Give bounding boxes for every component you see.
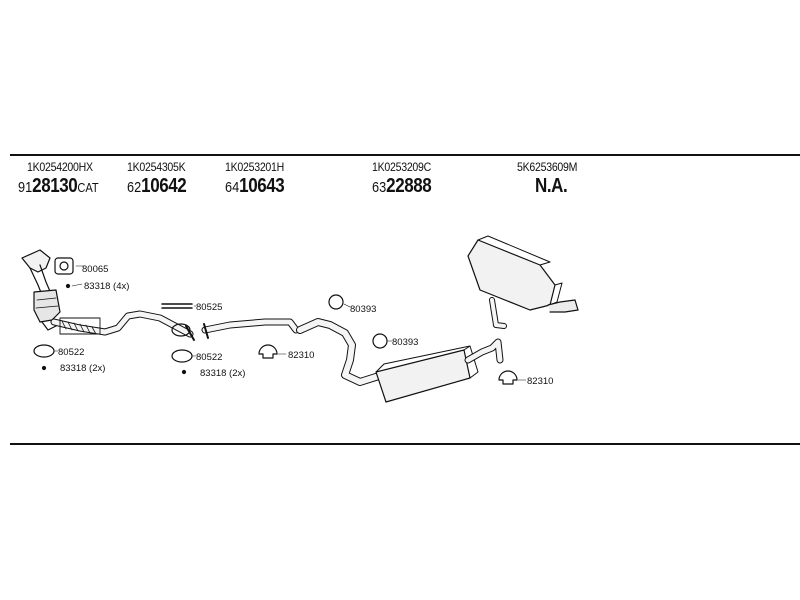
part-prefix-1: 91 [18, 179, 33, 196]
part-suffix-1: CAT [77, 180, 99, 195]
center-muffler-assembly [296, 318, 504, 403]
part-main-4: 22888 [386, 175, 432, 197]
oem-number-3: 1K0253201H [225, 160, 285, 174]
part-main-3: 10643 [239, 175, 285, 197]
bolt-icon-3 [181, 369, 187, 375]
callout-80522-center: 80522 [196, 352, 222, 363]
bottom-divider [10, 443, 800, 445]
hanger-icon [328, 294, 344, 310]
gasket-icon-4 [171, 349, 193, 363]
part-main-2: 10642 [141, 175, 187, 197]
clamp-icon [258, 344, 278, 359]
part-prefix-2: 62 [127, 179, 142, 196]
gasket-icon [54, 257, 74, 275]
gasket-icon-2 [33, 344, 55, 358]
bolt-icon [65, 283, 71, 289]
catalytic-converter [21, 249, 61, 331]
part-prefix-3: 64 [225, 179, 240, 196]
hanger-icon-2 [372, 333, 388, 349]
callout-82310-rear: 82310 [527, 376, 553, 387]
callout-83318-4x: 83318 (4x) [84, 281, 129, 292]
part-number-1: 9128130CAT [18, 175, 99, 198]
callout-83318-2x-center: 83318 (2x) [200, 368, 245, 379]
callout-82310-center: 82310 [288, 350, 314, 361]
part-prefix-4: 63 [372, 179, 387, 196]
rear-muffler [467, 235, 579, 329]
part-main-1: 28130 [32, 175, 78, 197]
callout-80525: 80525 [196, 302, 222, 313]
callout-80393-upper: 80393 [350, 304, 376, 315]
intermediate-pipe [201, 318, 300, 339]
bolt-icon-2 [41, 365, 47, 371]
callout-83318-2x-left: 83318 (2x) [60, 363, 105, 374]
top-divider [10, 154, 800, 156]
callout-80393-lower: 80393 [392, 337, 418, 348]
part-number-4: 6322888 [372, 175, 432, 198]
oem-number-5: 5K6253609M [517, 160, 578, 174]
part-main-5: N.A. [535, 175, 568, 197]
clamp-icon-2 [498, 370, 518, 385]
callout-80065: 80065 [82, 264, 108, 275]
gasket-hole-icon [59, 261, 69, 271]
oem-number-2: 1K0254305K [127, 160, 186, 174]
oem-number-1: 1K0254200HX [27, 160, 93, 174]
part-number-3: 6410643 [225, 175, 285, 198]
front-pipe [50, 310, 195, 341]
part-number-2: 6210642 [127, 175, 187, 198]
gasket-strip-icon [161, 303, 193, 309]
oem-number-4: 1K0253209C [372, 160, 432, 174]
part-number-5: N.A. [535, 175, 568, 198]
gasket-icon-3 [171, 323, 191, 337]
callout-80522-left: 80522 [58, 347, 84, 358]
